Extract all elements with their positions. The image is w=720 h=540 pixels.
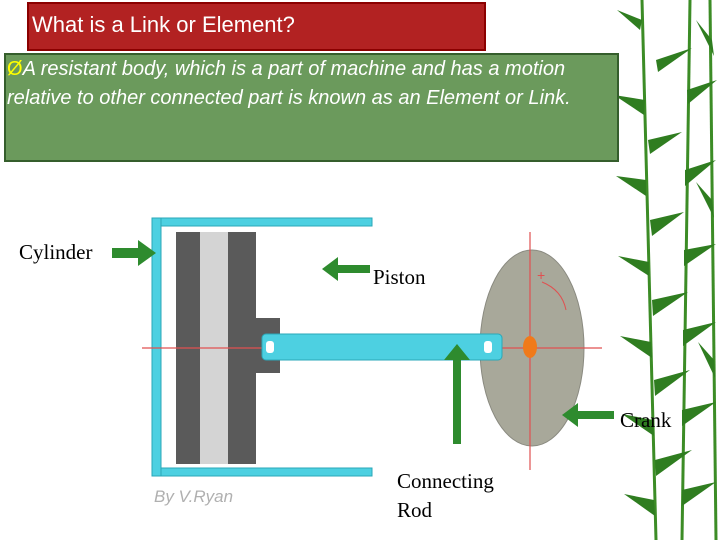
cylinder-label: Cylinder <box>19 240 93 264</box>
title-box <box>27 2 486 51</box>
cylinder-walls <box>151 217 373 477</box>
piston-label: Piston <box>373 265 426 289</box>
slide-title: What is a Link or Element? <box>32 12 295 37</box>
connecting-rod-label-line1: Connecting <box>397 469 494 493</box>
diagram-signature: By V.Ryan <box>154 487 233 506</box>
piston-arrow-icon <box>322 257 370 281</box>
definition-text: ØA resistant body, which is a part of ma… <box>7 55 607 113</box>
bamboo-decoration <box>612 0 720 540</box>
crank-arrow-icon <box>562 403 614 427</box>
definition-body: A resistant body, which is a part of mac… <box>7 58 571 109</box>
bullet-arrow-icon: Ø <box>7 58 23 80</box>
connecting-rod-arrow-icon <box>444 344 470 444</box>
crank-label: Crank <box>620 408 672 432</box>
engine-diagram: + By V.Ryan <box>142 180 610 515</box>
definition-box <box>4 53 619 162</box>
svg-text:+: + <box>537 267 545 283</box>
connecting-rod-label-line2: Rod <box>397 498 433 522</box>
cylinder-arrow-icon <box>112 240 156 266</box>
connecting-rod-shape <box>261 333 503 361</box>
